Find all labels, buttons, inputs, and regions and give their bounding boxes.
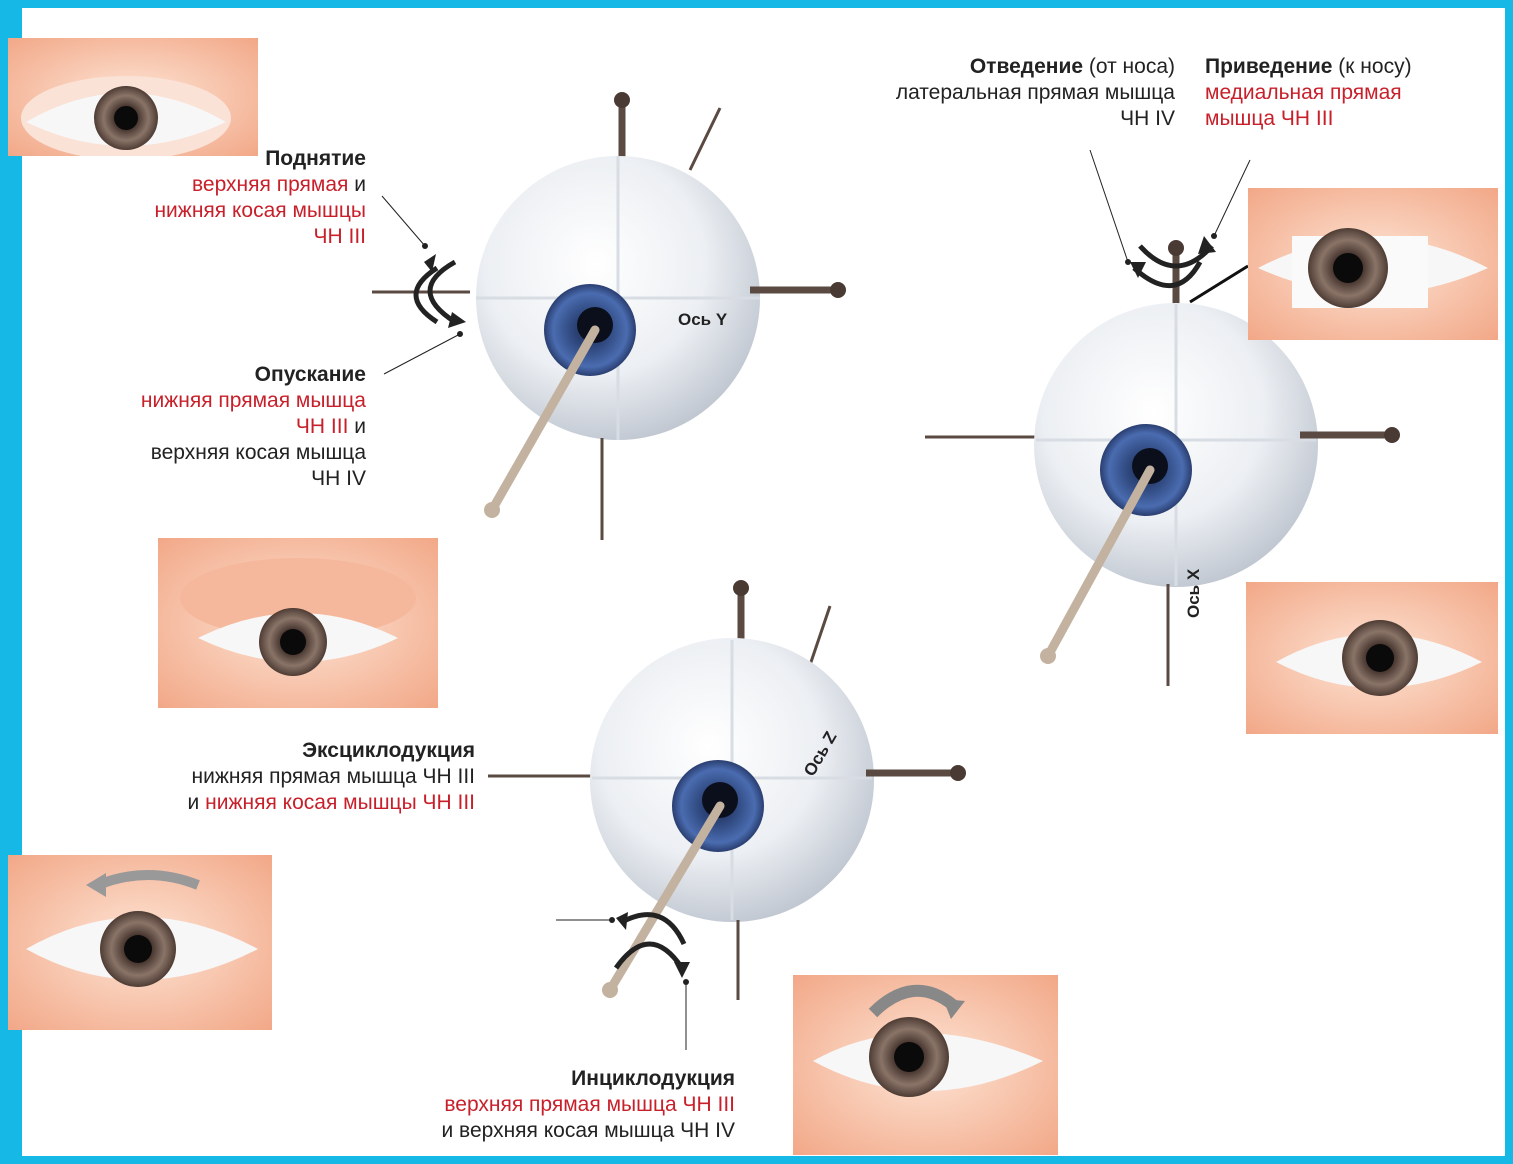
depression-and: и: [348, 415, 366, 438]
elevation-label: Поднятие верхняя прямая и нижняя косая м…: [154, 146, 366, 250]
adduction-qualifier: (к носу): [1332, 55, 1411, 78]
eye-photo-abduction: [1246, 582, 1498, 734]
depression-nerve-2: ЧН IV: [141, 466, 366, 492]
elevation-title: Поднятие: [154, 146, 366, 172]
eye-photo-adduction: [1248, 188, 1498, 340]
abduction-nerve: ЧН IV: [896, 106, 1175, 132]
abduction-qualifier: (от носа): [1083, 55, 1175, 78]
adduction-nerve: мышца ЧН III: [1205, 106, 1412, 132]
depression-muscle-1: нижняя прямая мышца: [141, 388, 366, 414]
abduction-muscle: латеральная прямая мышца: [896, 80, 1175, 106]
elevation-nerve: ЧН III: [154, 224, 366, 250]
depression-title: Опускание: [141, 362, 366, 388]
axis-x-label: Ось X: [1184, 569, 1204, 618]
extorsion-muscle-2: нижняя косая мышцы ЧН III: [205, 791, 475, 814]
intorsion-label: Инциклодукция верхняя прямая мышца ЧН II…: [441, 1066, 735, 1144]
depression-nerve-1: ЧН III: [296, 415, 349, 438]
extorsion-muscle-1: нижняя прямая мышца ЧН III: [188, 764, 475, 790]
intorsion-title: Инциклодукция: [441, 1066, 735, 1092]
eyeball-y-axis: [372, 92, 846, 540]
adduction-muscle: медиальная прямая: [1205, 80, 1412, 106]
abduction-label: Отведение (от носа) латеральная прямая м…: [896, 54, 1175, 132]
eye-photo-elevation: [8, 38, 258, 156]
abduction-title: Отведение: [970, 55, 1083, 78]
eye-photo-extorsion: [8, 855, 272, 1030]
eye-photo-intorsion: [793, 975, 1058, 1155]
extorsion-label: Эксциклодукция нижняя прямая мышца ЧН II…: [188, 738, 475, 816]
adduction-title: Приведение: [1205, 55, 1332, 78]
extorsion-title: Эксциклодукция: [188, 738, 475, 764]
elevation-muscle-2: нижняя косая мышцы: [154, 198, 366, 224]
intorsion-muscle-1: верхняя прямая мышца ЧН III: [441, 1092, 735, 1118]
extorsion-and: и: [188, 791, 206, 814]
intorsion-muscle-2: и верхняя косая мышца ЧН IV: [441, 1118, 735, 1144]
elevation-and: и: [348, 173, 366, 196]
depression-muscle-2: верхняя косая мышца: [141, 440, 366, 466]
depression-label: Опускание нижняя прямая мышца ЧН III и в…: [141, 362, 366, 492]
eye-photo-depression: [158, 538, 438, 708]
elevation-muscle-1: верхняя прямая: [192, 173, 348, 196]
adduction-label: Приведение (к носу) медиальная прямая мы…: [1205, 54, 1412, 132]
axis-y-label: Ось Y: [678, 310, 727, 330]
